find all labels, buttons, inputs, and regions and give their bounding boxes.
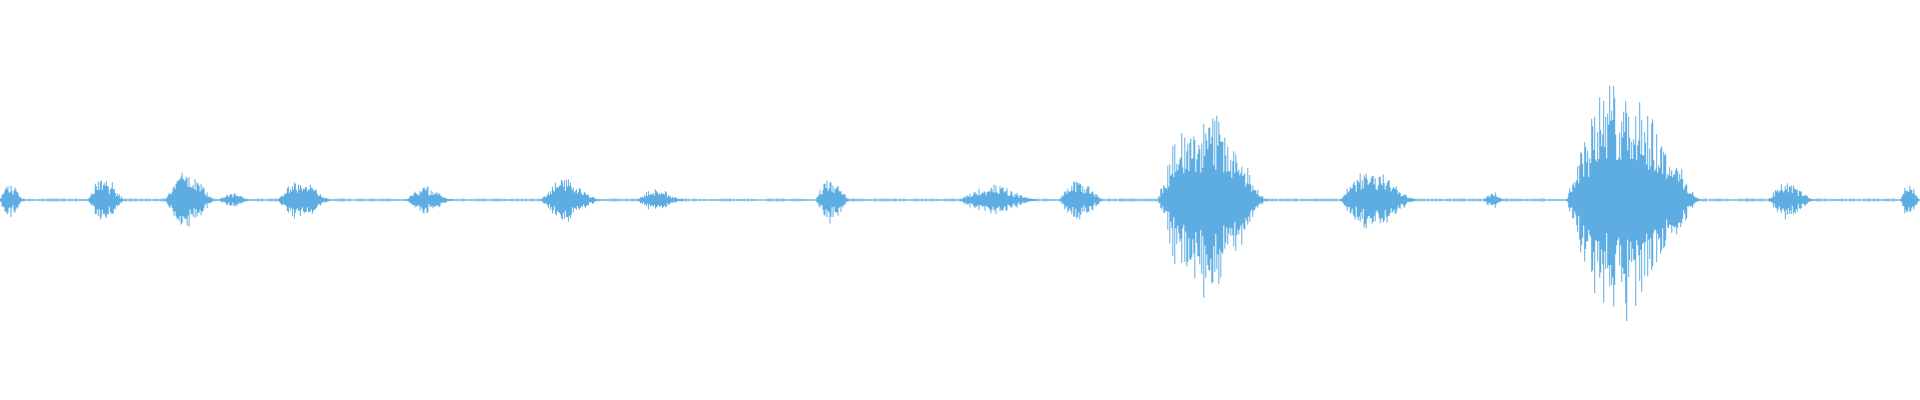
waveform-burst — [1900, 185, 1920, 214]
waveform-burst — [406, 186, 452, 214]
waveform-burst — [87, 180, 125, 220]
waveform-burst — [277, 182, 330, 219]
waveform-burst — [1339, 173, 1417, 229]
waveform-burst — [1157, 115, 1268, 298]
waveform-burst — [0, 185, 24, 217]
waveform-burst — [1059, 181, 1105, 220]
waveform-burst — [540, 179, 599, 222]
waveform-burst — [1483, 192, 1504, 208]
waveform-burst — [1566, 85, 1702, 322]
waveform-burst — [636, 189, 684, 210]
waveform-burst — [815, 180, 851, 224]
waveform-burst — [1767, 183, 1815, 220]
waveform-burst — [164, 172, 215, 227]
waveform-burst — [959, 184, 1037, 215]
waveform-burst — [218, 193, 250, 207]
